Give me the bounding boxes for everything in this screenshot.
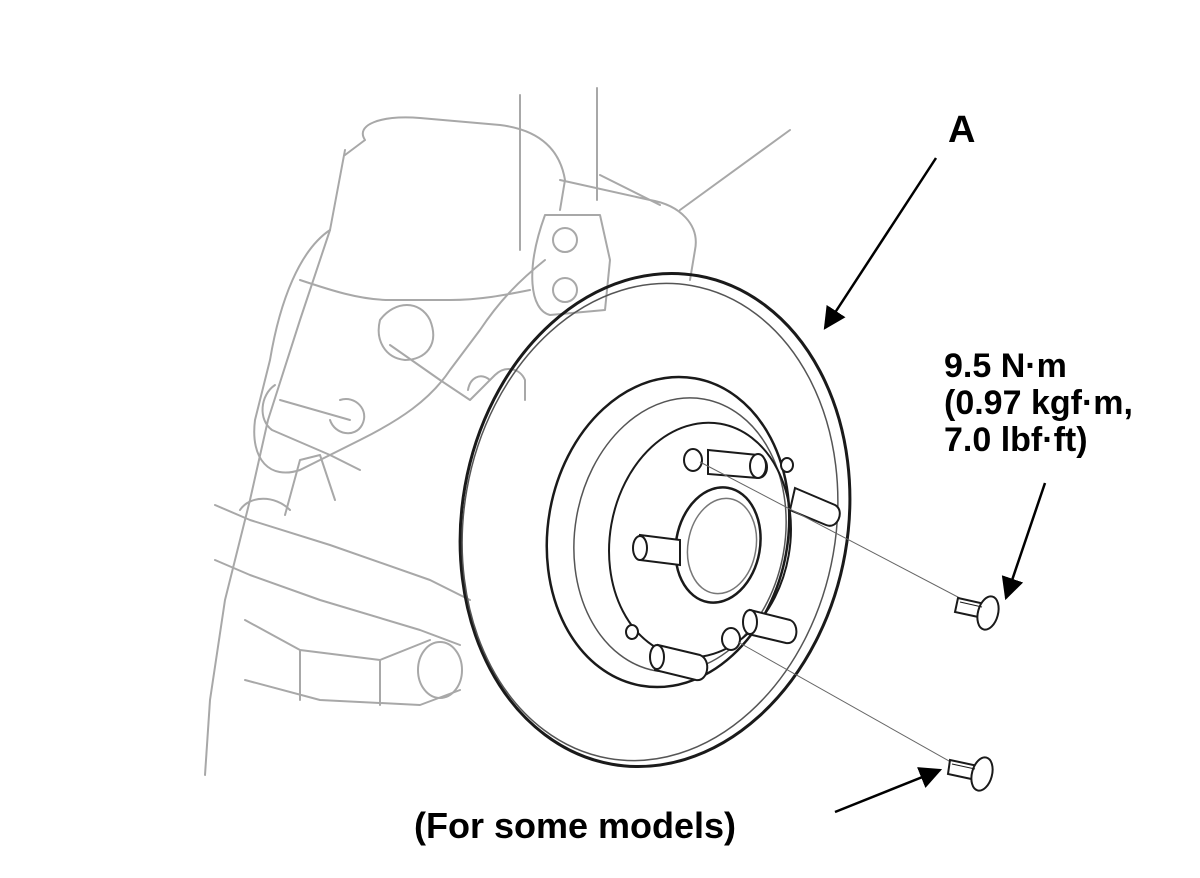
disc-outer-edge-inner bbox=[461, 282, 839, 762]
some-models-note: (For some models) bbox=[414, 805, 737, 846]
vent-hole bbox=[780, 457, 794, 473]
tie-rod bbox=[261, 384, 366, 471]
disc-screws bbox=[699, 461, 1000, 792]
brake-hose bbox=[389, 344, 526, 401]
torque-spec-lbfft: 7.0 lbf·ft) bbox=[944, 421, 1088, 459]
screw-alignment-line bbox=[737, 641, 966, 771]
torque-spec: 9.5 N·m (0.97 kgf·m, 7.0 lbf·ft) bbox=[944, 348, 1133, 459]
hub-center-bore bbox=[674, 486, 762, 604]
disc-hat-outer bbox=[545, 375, 791, 689]
leader-arrows bbox=[823, 157, 1047, 814]
wheel-stud bbox=[653, 643, 709, 682]
disc-outer-edge bbox=[458, 271, 852, 769]
wheel-stud-end bbox=[749, 453, 767, 479]
torque-spec-kgfm: (0.97 kgf·m, bbox=[944, 384, 1133, 422]
brake-disc bbox=[458, 271, 852, 769]
flat-head-screw bbox=[946, 756, 994, 792]
wheel-stud bbox=[746, 608, 798, 645]
arrow-to-lower-screw bbox=[834, 767, 943, 814]
screw-alignment-line bbox=[699, 461, 976, 607]
suspension-background bbox=[204, 87, 791, 776]
torque-spec-nm: 9.5 N·m bbox=[944, 347, 1067, 385]
flat-head-screw bbox=[953, 595, 1000, 631]
vent-hole bbox=[625, 624, 639, 640]
lower-bushing bbox=[417, 641, 463, 699]
part-label-a: A bbox=[948, 109, 976, 151]
screw-holes bbox=[625, 448, 794, 651]
caliper-body bbox=[531, 214, 611, 316]
wheel-studs bbox=[632, 448, 841, 682]
screw-hole bbox=[683, 448, 703, 472]
wheel-stud-end bbox=[632, 535, 648, 561]
strut-tube bbox=[519, 87, 598, 251]
outline-left bbox=[204, 229, 331, 776]
hub-center-bore-inner bbox=[686, 497, 758, 595]
disc-hat-inner bbox=[573, 397, 787, 673]
strut-housing bbox=[329, 116, 566, 231]
strut-bracket bbox=[559, 129, 791, 281]
caliper-bolt bbox=[552, 277, 578, 303]
wheel-stud-end bbox=[742, 609, 758, 635]
lower-arm bbox=[214, 454, 471, 646]
caliper-bolt bbox=[552, 227, 578, 253]
screw-hole bbox=[721, 627, 741, 651]
arrow-to-upper-screw bbox=[1001, 482, 1047, 601]
steering-knuckle bbox=[253, 229, 546, 474]
arrow-to-disc bbox=[823, 157, 938, 330]
lower-bracket bbox=[244, 619, 461, 706]
wheel-stud bbox=[788, 486, 841, 527]
wheel-stud-end bbox=[649, 644, 665, 670]
